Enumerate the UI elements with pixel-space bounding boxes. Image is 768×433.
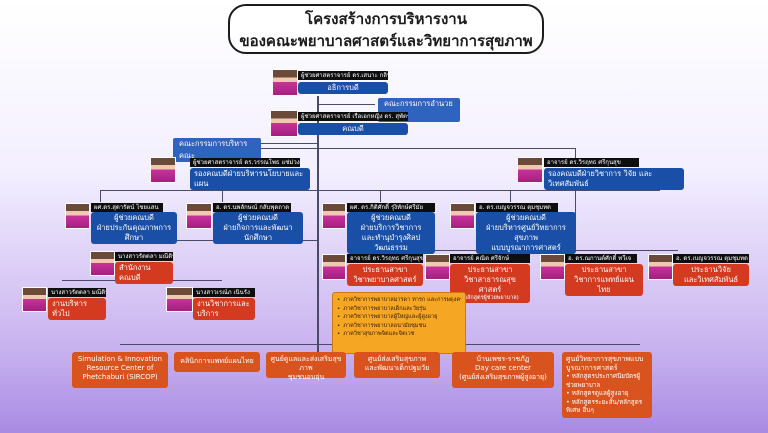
unit-early-childhood: ศูนย์ส่งเสริมสุขภาพ และพัฒนาเด็กปฐมวัย (354, 352, 440, 378)
course-item: หลักสูตรดูแลผู้สูงอายุ (566, 390, 648, 399)
health-center-courses: หลักสูตรประกาศนียบัตรผู้ช่วยพยาบาล หลักส… (566, 373, 648, 416)
avatar (150, 157, 176, 183)
asst-quality-name: ผศ.ดร.สุดารัตน์ ไชยแสน (91, 203, 163, 212)
general-admin-name: นางสาวรัตตลา มณีดิน (48, 288, 106, 297)
vice-admin-name: ผู้ช่วยศาสตราจารย์ ดร.วรรณโพธ แซ่ม่วง (190, 158, 300, 167)
avatar (648, 254, 673, 280)
avatar (270, 110, 298, 137)
unit-sircop: Simulation & Innovation Resource Center … (72, 352, 168, 388)
head-nursing-name: อาจารย์ ดร.วิรฤทธ ศรีกุนสุข (347, 254, 423, 263)
vice-academic-role: รองคณบดีฝ่ายวิชาการ วิจัย และวิเทศสัมพัน… (544, 168, 684, 190)
asst-student-role: ผู้ช่วยคณบดี ฝ่ายกิจการและพัฒนานักศึกษา (213, 212, 303, 244)
asst-student-name: อ. ดร.นพลักษณ์ กลับพุดถาด (213, 203, 291, 212)
chart-title: โครงสร้างการบริหารงาน ของคณะพยาบาลศาสตร์… (228, 4, 544, 54)
academic-service-role: งานวิชาการและบริการ (193, 298, 255, 320)
head-nursing-role: ประธานสาขา วิชาพยาบาลศาสตร์ (347, 264, 423, 286)
head-research-name: อ. ดร.เบญจวรรณ ตุมชุมทด (673, 254, 749, 263)
asst-academic-role: ผู้ช่วยคณบดี ฝ่ายบริการวิชาการ และทำนุบำ… (347, 212, 435, 254)
rector-name: ผู้ช่วยศาสตราจารย์ ดร.เสนาะ กลิ่นงาม (298, 71, 388, 80)
title-line-2: ของคณะพยาบาลศาสตร์และวิทยาการสุขภาพ (239, 32, 533, 50)
general-admin-role: งานบริหารทั่วไป (48, 298, 106, 320)
avatar (186, 203, 212, 229)
trunk-line (317, 96, 319, 376)
rector-role: อธิการบดี (298, 82, 388, 94)
avatar (540, 254, 565, 280)
avatar (322, 203, 346, 229)
head-research-role: ประธานวิจัย และวิเทศสัมพันธ์ (673, 264, 749, 286)
connector (510, 190, 511, 202)
connector (317, 104, 375, 105)
avatar (272, 69, 298, 96)
asst-integrated-role: ผู้ช่วยคณบดี ฝ่ายบริหารศูนย์วิทยาการสุขภ… (476, 212, 576, 254)
course-item: หลักสูตรระยะสั้น/หลักสูตรพิเศษ อื่นๆ (566, 399, 648, 416)
secretary-role: สำนักงานคณบดี (115, 262, 173, 284)
asst-quality-role: ผู้ช่วยคณบดี ฝ่ายประกันคุณภาพการศึกษา (91, 212, 177, 244)
avatar (322, 254, 346, 280)
connector (226, 143, 318, 144)
department-item: ภาควิชาการพยาบาลเด็กและวัยรุ่น (337, 305, 461, 314)
secretary-name: นางสาวรัตตลา มณีดิน (115, 252, 173, 261)
connector (575, 148, 576, 158)
avatar (65, 203, 90, 229)
nursing-departments-list: ภาควิชาการพยาบาลมารดา ทารก และการผดุงครร… (332, 292, 466, 354)
connector (222, 190, 223, 202)
avatar (22, 287, 47, 312)
avatar (517, 157, 543, 183)
vice-academic-name: อาจารย์ ดร.วิรฤทธ ศรีกุนสุข (544, 158, 639, 167)
department-item: ภาควิชาการพยาบาลอนามัยชุมชน (337, 322, 461, 331)
connector (380, 190, 381, 202)
head-thai-med-role: ประธานสาขา วิชาการแพทย์แผนไทย (565, 264, 643, 296)
department-item: ภาควิชาการพยาบาลผู้ใหญ่และผู้สูงอายุ (337, 313, 461, 322)
head-health-name: อาจารย์ คณิต ศรีจักษ์ (450, 254, 530, 263)
department-item: ภาควิชาสุขภาพจิตและจิตเวช (337, 330, 461, 339)
department-item: ภาควิชาการพยาบาลมารดา ทารก และการผดุงครร… (337, 296, 461, 305)
dean-name: ผู้ช่วยศาสตราจารย์ เรือเอกหญิง ดร. สุพัต… (298, 112, 408, 121)
unit-integrated-health-center: ศูนย์วิทยาการสุขภาพแบบ บูรณาการศาสตร์ หล… (562, 352, 652, 418)
unit-community-health: ศูนย์ดูแลและส่งเสริมสุขภาพ ชุมชนอบอุ่น (266, 352, 346, 381)
asst-academic-name: ผศ. ดร.กิติศักดิ์ รุ่งิทักษ์ศรีมัย (347, 203, 435, 212)
unit-daycare-center: บ้านเพชร-ราชภัฏ Day care center (ศูนย์ส่… (452, 352, 554, 388)
asst-integrated-name: อ. ดร.เบญจวรรณ ตุมชุมทด (476, 203, 558, 212)
avatar (90, 251, 115, 276)
avatar (166, 287, 193, 312)
connector (226, 148, 576, 149)
title-line-1: โครงสร้างการบริหารงาน (305, 10, 467, 28)
vice-admin-role: รองคณบดีฝ่ายบริหารนโยบายและแผน (190, 168, 310, 190)
head-thai-med-name: อ. ดร.ณกานต์ศักดิ์ ทวีเจ (565, 254, 637, 263)
unit-thai-medicine-clinic: คลินิกการแพทย์แผนไทย (174, 352, 260, 372)
avatar (450, 203, 475, 229)
avatar (425, 254, 450, 280)
academic-service-name: นางสาวเรณ์ภ เนินรัง (193, 288, 255, 297)
course-item: หลักสูตรประกาศนียบัตรผู้ช่วยพยาบาล (566, 373, 648, 390)
dean-role: คณบดี (298, 123, 408, 135)
connector (100, 190, 101, 202)
